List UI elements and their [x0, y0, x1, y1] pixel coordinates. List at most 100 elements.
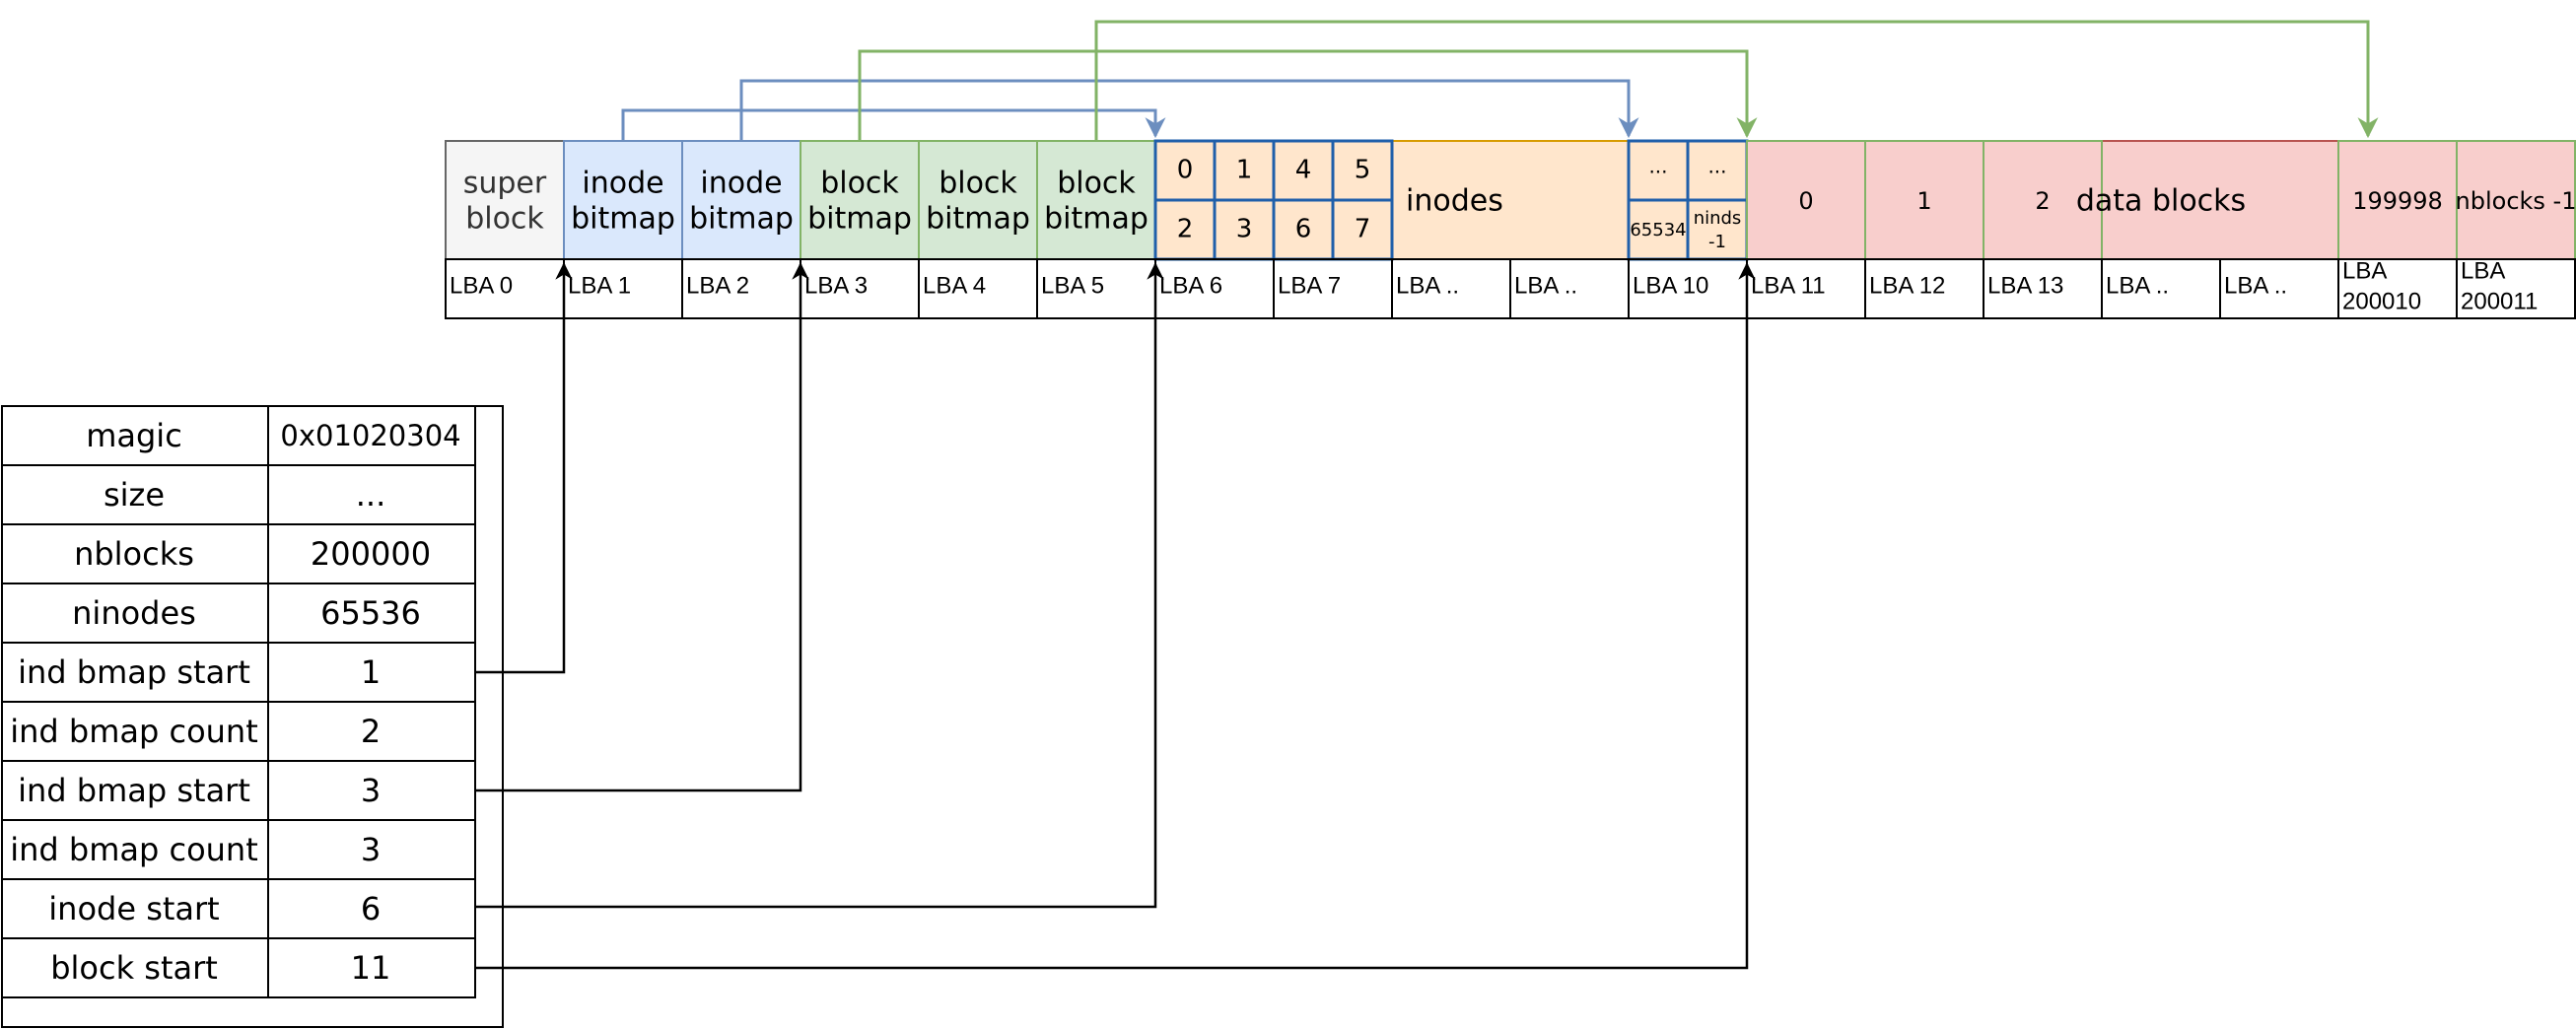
inode-num-6: 6	[1295, 215, 1312, 244]
data-blocks-region: 0 1 2 data blocks 199998 nblocks -1	[1746, 140, 2576, 260]
block-start-arrow	[475, 262, 1756, 970]
block-bitmap-block-3: block bitmap	[1036, 140, 1156, 260]
data-num-2: 2	[2035, 187, 2050, 215]
sb-row-nblocks: nblocks 200000	[74, 535, 431, 573]
data-num-1: 1	[1916, 187, 1931, 215]
lba-label-11: LBA 11	[1751, 272, 1826, 299]
inode-tail-dots-1: ...	[1648, 155, 1667, 178]
lba-label-5: LBA 5	[1041, 272, 1104, 299]
lba-label-2: LBA 2	[686, 272, 749, 299]
sb-field-value: 6	[361, 890, 381, 927]
lba-label-4: LBA 4	[923, 272, 986, 299]
sb-field-name: ninodes	[72, 594, 196, 632]
lba-label-0: LBA 0	[450, 272, 513, 299]
inode-bitmap-2-label-1: inode	[700, 167, 782, 201]
block-bitmap-1-label-2: bitmap	[807, 202, 912, 237]
lba-label-13: LBA 13	[1987, 272, 2063, 299]
lba-label-12: LBA 12	[1869, 272, 1945, 299]
sb-row-size: size ...	[104, 476, 385, 514]
sb-field-name: inode start	[48, 890, 219, 927]
bitmap-arrows	[621, 20, 2379, 141]
data-num-0: 0	[1798, 187, 1813, 215]
lba-label-1: LBA 1	[568, 272, 631, 299]
data-block-0	[1746, 140, 1866, 260]
inode-tail-cell-top-right	[1686, 139, 1749, 202]
super-block: super block	[445, 140, 565, 260]
sb-row-inode-bmap-start: ind bmap start 1	[18, 653, 381, 691]
sb-field-value: 3	[361, 772, 381, 809]
inode-bitmap-2-label-2: bitmap	[689, 202, 794, 237]
sb-row-block-bmap-count: ind bmap count 3	[10, 831, 381, 868]
block-bitmap-3-arrow	[1094, 20, 2379, 141]
inode-tail-dots-2: ...	[1707, 155, 1726, 178]
lba-label-14: LBA ..	[2106, 272, 2169, 299]
lba-label-6: LBA 6	[1159, 272, 1222, 299]
inode-num-1: 1	[1236, 156, 1253, 185]
sb-field-name: ind bmap count	[10, 713, 258, 750]
inode-num-0: 0	[1177, 156, 1194, 185]
data-block-1	[1864, 140, 1984, 260]
data-num-199998: 199998	[2352, 187, 2443, 215]
lba-label-8: LBA ..	[1396, 272, 1459, 299]
block-bitmap-block-2: block bitmap	[918, 140, 1038, 260]
lba-label-200010-a: LBA	[2342, 257, 2387, 284]
lba-label-3: LBA 3	[804, 272, 868, 299]
inode-tail-cell-top-left	[1627, 139, 1690, 202]
sb-field-value: 2	[361, 713, 381, 750]
super-block-label-1: super	[463, 167, 547, 201]
superblock-table: magic 0x01020304 size ... nblocks 200000…	[1, 405, 504, 1028]
sb-field-name: ind bmap count	[10, 831, 258, 868]
inode-bmap-start-arrow	[475, 262, 573, 674]
sb-field-name: block start	[50, 949, 218, 987]
sb-row-block-start: block start 11	[50, 949, 390, 987]
inode-bitmap-1-label-2: bitmap	[571, 202, 675, 237]
block-bitmap-3-label-1: block	[1057, 167, 1136, 201]
block-bmap-start-arrow	[475, 262, 809, 792]
inode-cell-0	[1153, 139, 1217, 202]
sb-field-name: size	[104, 476, 165, 514]
inode-bitmap-2-arrow	[739, 79, 1639, 141]
sb-row-block-bmap-start: ind bmap start 3	[18, 772, 381, 809]
sb-row-ninodes: ninodes 65536	[72, 594, 421, 632]
sb-field-value: 1	[361, 653, 381, 691]
data-blocks-label: data blocks	[2076, 184, 2246, 219]
sb-field-name: ind bmap start	[18, 653, 250, 691]
data-num-nblocks-minus-one: nblocks -1	[2456, 187, 2576, 215]
sb-field-value: 0x01020304	[280, 419, 460, 452]
block-bitmap-block-1: block bitmap	[800, 140, 920, 260]
sb-field-value: 65536	[320, 594, 421, 632]
sb-row-inode-start: inode start 6	[48, 890, 381, 927]
sb-field-value: 200000	[311, 535, 431, 573]
inode-tail-minus-one: -1	[1708, 232, 1726, 252]
data-block-last	[2456, 140, 2576, 260]
lba-labels: LBA 0 LBA 1 LBA 2 LBA 3 LBA 4 LBA 5 LBA …	[450, 257, 2538, 314]
lba-label-7: LBA 7	[1278, 272, 1341, 299]
inode-bitmap-block-1: inode bitmap	[563, 140, 683, 260]
sb-field-name: magic	[86, 417, 182, 454]
inode-tail-cell-bottom-right	[1686, 198, 1749, 261]
inode-bitmap-block-2: inode bitmap	[681, 140, 801, 260]
block-bitmap-3-label-2: bitmap	[1044, 202, 1149, 237]
sb-row-inode-bmap-count: ind bmap count 2	[10, 713, 381, 750]
inode-tail-65534: 65534	[1630, 220, 1686, 240]
inode-cell-4	[1272, 139, 1335, 202]
lba-label-200010-b: 200010	[2342, 288, 2421, 314]
sb-field-value: 11	[351, 949, 391, 987]
data-block-2	[1983, 140, 2103, 260]
block-bitmap-2-label-2: bitmap	[926, 202, 1030, 237]
sb-field-value: ...	[356, 476, 386, 514]
block-bitmap-1-arrow	[858, 49, 1758, 141]
inode-bitmap-1-label-1: inode	[582, 167, 663, 201]
sb-row-magic: magic 0x01020304	[86, 417, 460, 454]
lba-row	[445, 258, 2576, 319]
lba-label-200011-a: LBA	[2461, 257, 2505, 284]
lba-label-9: LBA ..	[1514, 272, 1577, 299]
disk-layout: super block inode bitmap inode bitmap bl…	[445, 139, 2576, 261]
lba-label-10: LBA 10	[1633, 272, 1708, 299]
inode-table: 0 1 4 5 2 3 6 7 inodes ... ... 65534 nin…	[1153, 139, 1749, 261]
lba-label-200011-b: 200011	[2461, 288, 2538, 314]
inode-num-7: 7	[1355, 215, 1371, 244]
inode-bitmap-1-arrow	[621, 108, 1166, 141]
inode-num-4: 4	[1295, 156, 1312, 185]
pointer-arrows	[475, 262, 1756, 970]
